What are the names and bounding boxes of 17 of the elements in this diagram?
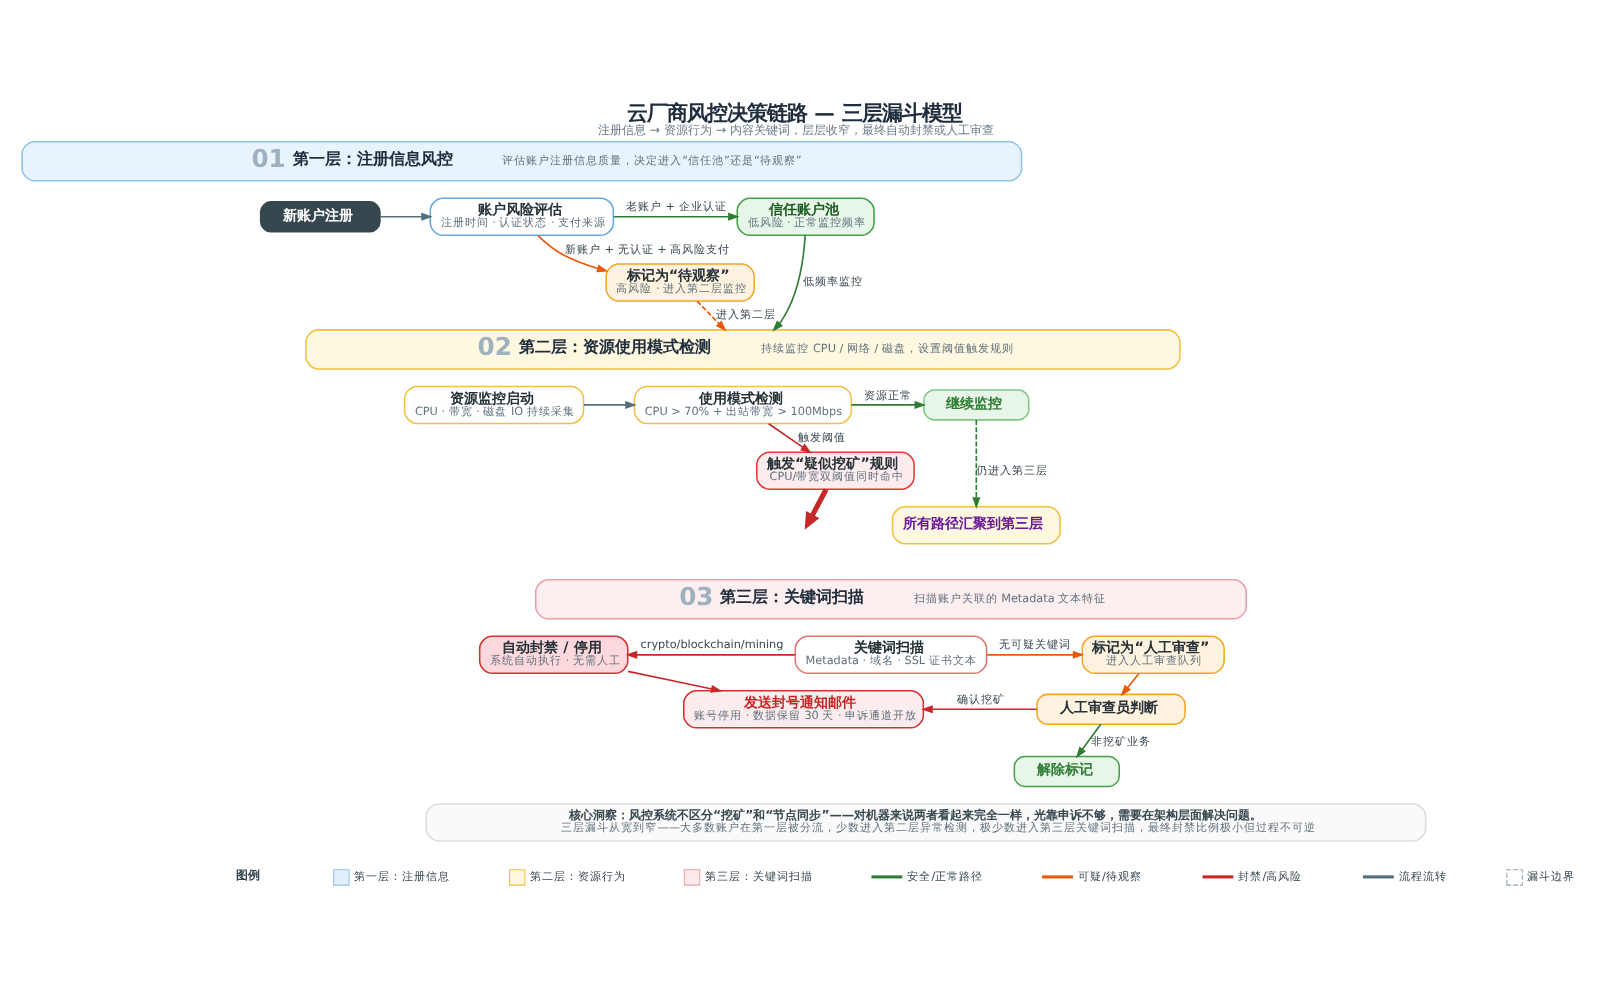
diagram-title: 云厂商风控决策链路 — 三层漏斗模型 <box>626 101 962 126</box>
arrow <box>536 233 608 272</box>
arrow <box>803 487 828 529</box>
arrow <box>984 649 1084 658</box>
arrow <box>771 233 805 331</box>
arrow <box>624 649 796 658</box>
arrow <box>611 211 739 220</box>
arrow <box>849 399 926 408</box>
arrow <box>971 418 980 508</box>
arrow <box>582 399 636 408</box>
arrow <box>378 211 432 220</box>
arrow <box>766 421 811 453</box>
arrow <box>695 299 726 331</box>
arrow <box>1119 671 1139 696</box>
arrow <box>920 704 1037 713</box>
arrow <box>1074 722 1101 758</box>
arrow <box>626 669 722 692</box>
